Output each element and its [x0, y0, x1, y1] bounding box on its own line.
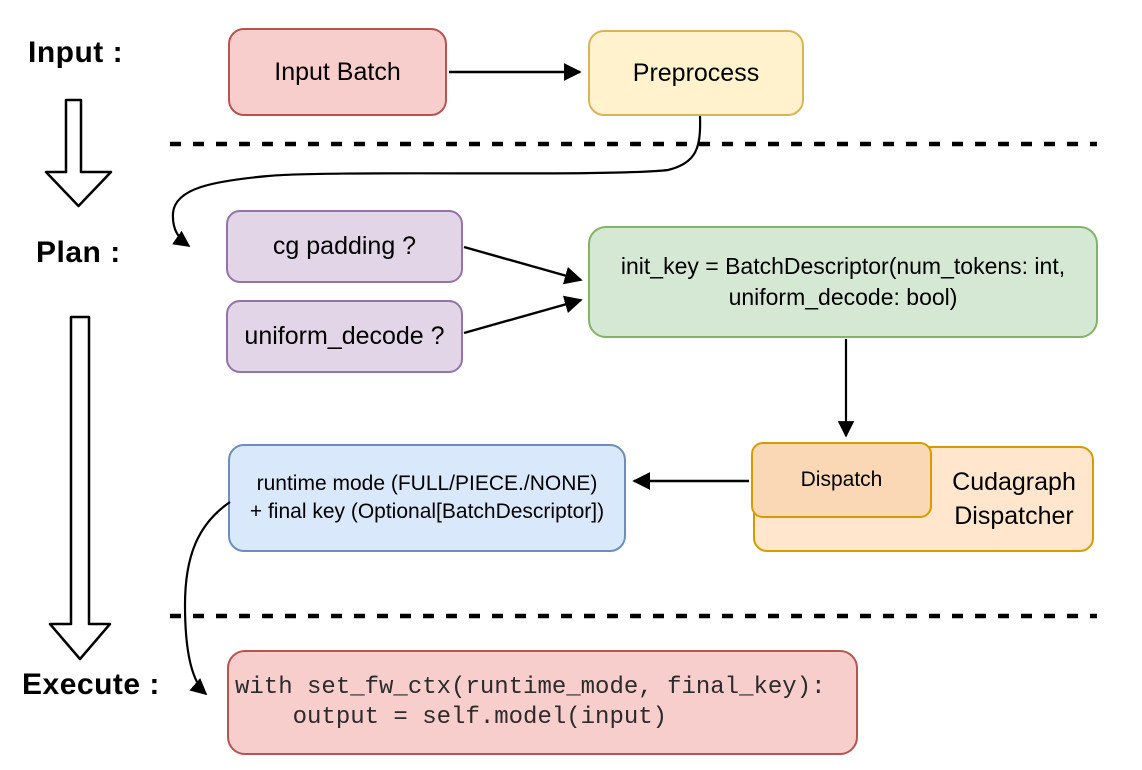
init-key-line2: uniform_decode: bool)	[728, 284, 958, 310]
uniform-decode-label: uniform_decode ?	[244, 322, 445, 350]
dispatch-label: Dispatch	[800, 468, 883, 491]
cg-padding-label: cg padding ?	[272, 232, 417, 260]
runtime-mode-line1: runtime mode (FULL/PIECE./NONE)	[256, 472, 598, 495]
execute-code-node: with set_fw_ctx(runtime_mode, final_key)…	[227, 650, 858, 755]
cudagraph-dispatcher-label: Cudagraph Dispatcher	[935, 446, 1093, 552]
stage-label-input: Input :	[28, 36, 124, 69]
flow-arrow-input-to-plan-icon	[44, 98, 113, 208]
init-key-node: init_key = BatchDescriptor(num_tokens: i…	[588, 226, 1098, 338]
init-key-line1: init_key = BatchDescriptor(num_tokens: i…	[620, 253, 1066, 279]
execute-code-line1: with set_fw_ctx(runtime_mode, final_key)…	[235, 673, 826, 701]
preprocess-label: Preprocess	[632, 58, 760, 87]
dispatch-node: Dispatch	[751, 442, 932, 518]
flow-arrow-plan-to-execute-icon	[48, 315, 112, 661]
cudagraph-dispatcher-line2: Dispatcher	[954, 502, 1074, 530]
runtime-mode-node: runtime mode (FULL/PIECE./NONE) + final …	[228, 444, 626, 552]
cg-padding-node: cg padding ?	[226, 210, 463, 283]
arrow-uniform-decode-to-init-key	[463, 295, 583, 335]
input-batch-node: Input Batch	[228, 28, 447, 116]
uniform-decode-node: uniform_decode ?	[226, 300, 463, 373]
preprocess-node: Preprocess	[588, 30, 804, 116]
input-batch-label: Input Batch	[274, 57, 401, 86]
arrow-runtime-mode-to-execute-code	[183, 501, 231, 696]
arrow-cg-padding-to-init-key	[463, 245, 583, 285]
stage-label-plan: Plan :	[36, 236, 121, 269]
execute-code-line2: output = self.model(input)	[235, 703, 668, 731]
runtime-mode-line2: + final key (Optional[BatchDescriptor])	[249, 500, 605, 523]
stage-label-execute: Execute :	[22, 668, 160, 701]
cudagraph-dispatcher-line1: Cudagraph	[952, 468, 1076, 496]
